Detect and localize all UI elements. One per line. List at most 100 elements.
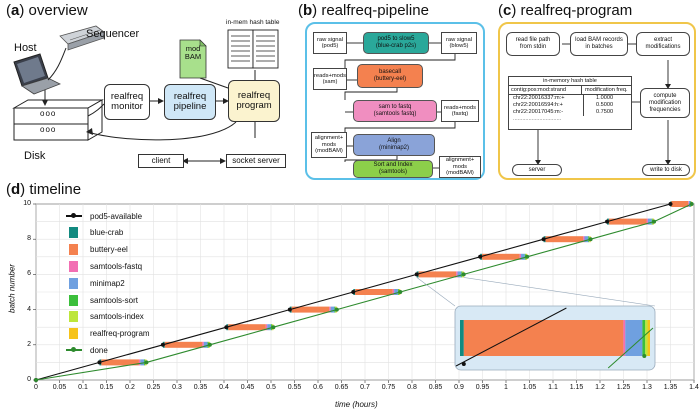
batch-bar-samtools-fastq <box>265 324 268 331</box>
batch-bar-minimap2 <box>457 271 462 278</box>
step-basecall: basecall (buttery-eel) <box>357 64 423 88</box>
x-tick-label: 1.35 <box>663 384 678 391</box>
write-disk-box: write to disk <box>642 164 690 176</box>
batch-bar-buttery-eel <box>101 359 139 366</box>
y-tick-label: 6 <box>27 270 31 278</box>
series-point-done <box>398 290 403 294</box>
batch-bar-buttery-eel <box>418 271 457 278</box>
legend-label: minimap2 <box>90 278 125 288</box>
legend-item: samtools-index <box>66 311 144 323</box>
realfreq-program-box: realfreq program <box>228 80 280 122</box>
x-tick-label: 1.3 <box>642 384 652 391</box>
batch-bar-buttery-eel <box>671 201 689 207</box>
x-tick-label: 0.55 <box>287 384 302 391</box>
table-row-key: chr22:20016337:m:+ <box>509 95 584 102</box>
y-tick-label: 10 <box>23 200 31 207</box>
inset-bar-samtools-index <box>645 320 648 356</box>
legend-item: realfreq-program <box>66 328 150 340</box>
series-point-done <box>271 325 276 330</box>
y-tick-label: 8 <box>27 235 31 243</box>
sequencer-icon <box>59 25 105 51</box>
doc-raw-signal-pod5: raw signal (pod5) <box>313 32 347 54</box>
host-label: Host <box>14 42 37 54</box>
x-tick-label: 0.45 <box>240 384 255 391</box>
zoom-guide <box>416 277 456 307</box>
x-tick-label: 1.4 <box>689 384 699 391</box>
doc-reads-mods-fastq: reads+mods (fastq) <box>441 100 479 122</box>
batch-bar-minimap2 <box>647 218 652 225</box>
x-tick-label: 1.15 <box>569 384 584 391</box>
hash-table-title: in-memory hash table <box>509 77 631 86</box>
disk-slot-1: ooo <box>40 109 57 118</box>
table-row-freq: 0.7500 <box>596 109 614 115</box>
batch-bar-samtools-fastq <box>519 253 522 260</box>
x-tick-label: 0.65 <box>334 384 349 391</box>
x-tick-label: 0.75 <box>381 384 396 391</box>
panel-a-diagram <box>12 25 279 164</box>
x-tick-label: 0.6 <box>313 384 323 391</box>
legend-label: samtools-index <box>90 312 144 322</box>
inset-bar-blue-crab <box>460 320 464 356</box>
series-point-pod5-available <box>541 237 546 242</box>
x-tick-label: 0.7 <box>360 384 370 391</box>
x-axis-label: time (hours) <box>335 400 378 409</box>
series-point-pod5-available <box>668 202 673 206</box>
legend-swatch <box>69 260 78 272</box>
legend-label: samtools-fastq <box>90 261 143 271</box>
series-point-done <box>461 272 466 277</box>
y-tick-label: 0 <box>27 376 31 383</box>
hash-table-header-freq: modification freq. <box>585 87 628 93</box>
batch-bar-buttery-eel <box>228 324 266 331</box>
series-point-pod5-available <box>160 342 165 347</box>
batch-bar-samtools-fastq <box>392 289 395 295</box>
legend-item: blue-crab <box>66 227 123 239</box>
modbam-file-icon <box>179 39 207 79</box>
table-row-key: chr22:20016594:h:+ <box>509 102 584 109</box>
series-point-done <box>588 237 593 242</box>
batch-bar-samtools-fastq <box>456 271 458 278</box>
x-tick-label: 0.4 <box>219 384 229 391</box>
legend-item: samtools-fastq <box>66 260 142 272</box>
inset-done-line <box>607 327 654 369</box>
batch-bar-minimap2 <box>330 306 335 313</box>
legend-label: realfreq-program <box>90 329 150 339</box>
batch-bar-samtools-fastq <box>688 201 689 207</box>
x-tick-label: 0.15 <box>99 384 114 391</box>
modbam-label: mod BAM <box>184 44 202 61</box>
step-pod5-to-slow5: pod5 to slow5 (blue-crab p2s) <box>363 32 429 54</box>
series-point-done <box>525 254 530 259</box>
series-point-done <box>689 202 694 206</box>
batch-bar-samtools-fastq <box>329 306 331 313</box>
series-point-pod5-available <box>224 325 229 330</box>
x-tick-label: 0 <box>34 384 38 391</box>
table-row-freq: 0.5000 <box>596 102 614 108</box>
x-tick-label: 0.2 <box>125 384 135 391</box>
legend-item: done <box>66 344 108 356</box>
y-tick-label: 2 <box>27 340 31 348</box>
series-point-pod5-available <box>478 254 483 259</box>
read-file-box: read file path from stdin <box>506 32 560 56</box>
load-bam-box: load BAM records in batches <box>570 32 628 56</box>
x-tick-label: 1.05 <box>522 384 537 391</box>
doc-alignment-mods-2: alignment+ mods (modBAM) <box>439 156 481 178</box>
inset-done-point <box>642 354 647 358</box>
extract-box: extract modifications <box>636 32 690 56</box>
legend-swatch <box>66 346 82 354</box>
x-tick-label: 1.25 <box>616 384 631 391</box>
panel-c-arrows <box>535 43 671 165</box>
x-tick-label: 1 <box>504 384 508 391</box>
legend-label: buttery-eel <box>90 245 128 255</box>
legend-label: blue-crab <box>90 228 124 238</box>
series-point-done <box>334 307 339 312</box>
x-tick-label: 1.2 <box>595 384 605 391</box>
legend-label: pod5-available <box>90 211 143 221</box>
x-tick-label: 0.25 <box>146 384 161 391</box>
legend-item: buttery-eel <box>66 244 128 256</box>
batch-bar-samtools-fastq <box>646 218 648 225</box>
x-tick-label: 0.5 <box>266 384 276 391</box>
laptop-icon <box>13 53 61 95</box>
panel-c-title: (c) realfreq-program <box>498 2 633 19</box>
inset-pod5-point <box>461 362 466 366</box>
series-point-done <box>34 378 38 382</box>
